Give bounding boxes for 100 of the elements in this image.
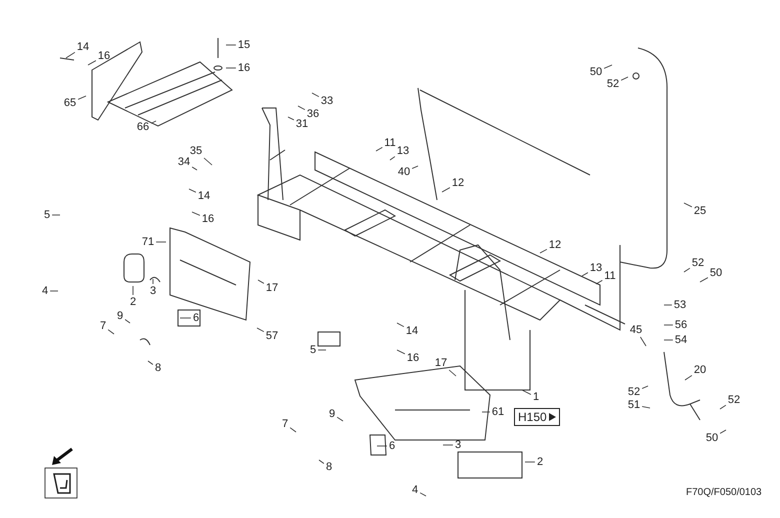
leader-line: [192, 166, 198, 170]
callout-number: 8: [154, 362, 162, 374]
callout-number: 14: [198, 190, 210, 202]
callout-number: 5: [310, 344, 316, 356]
callout-number: 51: [628, 399, 640, 411]
callout-number: 13: [396, 145, 410, 157]
leader-line: [700, 277, 708, 282]
leader-line: [640, 336, 646, 346]
callout-number: 12: [452, 177, 464, 189]
leader-line: [684, 202, 692, 208]
leader-line: [396, 350, 406, 354]
callout-number: 4: [42, 285, 48, 297]
leader-line: [312, 92, 320, 98]
leader-line: [412, 166, 418, 169]
callout-number: 50: [706, 432, 718, 444]
leader-line: [318, 460, 324, 464]
leader-line: [390, 156, 396, 160]
leader-line: [336, 416, 344, 422]
leader-line: [108, 329, 114, 334]
callout-number: 20: [694, 364, 706, 376]
callout-number: 5: [44, 209, 50, 221]
callout-number: 54: [674, 334, 688, 346]
leader-line: [152, 278, 154, 284]
callout-number: 11: [604, 270, 616, 282]
callout-number: 16: [98, 50, 110, 62]
callout-number: 35: [190, 145, 202, 157]
leader-line: [522, 390, 532, 395]
callout-number: 11: [384, 137, 396, 149]
leader-line: [442, 444, 454, 446]
leader-line: [664, 304, 672, 306]
callout-number: 45: [630, 324, 642, 336]
callout-number: 52: [606, 78, 620, 90]
leader-line: [150, 120, 156, 124]
leader-line: [596, 280, 603, 284]
callout-number: 9: [116, 310, 124, 322]
callout-number: 61: [492, 406, 504, 418]
leader-line: [52, 214, 60, 216]
callout-number: 57: [266, 330, 278, 342]
leader-line: [664, 324, 674, 326]
leader-line: [720, 404, 726, 410]
callout-number: 16: [202, 213, 214, 225]
callout-number: 50: [710, 267, 722, 279]
callout-number: 34: [178, 156, 190, 168]
page-reference-tag: H150: [514, 408, 560, 426]
leader-line: [226, 44, 236, 46]
callout-number: 6: [388, 440, 396, 452]
leader-line: [604, 64, 612, 69]
leader-line: [204, 158, 212, 166]
callout-number: 40: [398, 166, 410, 178]
leader-line: [396, 322, 404, 328]
leader-line: [620, 76, 628, 81]
callout-number: 13: [590, 262, 602, 274]
leader-line: [290, 427, 296, 432]
leader-line: [540, 248, 548, 254]
leader-line: [256, 328, 264, 332]
callout-number: 7: [100, 320, 106, 332]
callout-number: 52: [628, 386, 640, 398]
callout-number: 16: [406, 352, 420, 364]
leader-line: [192, 212, 200, 216]
callout-number: 31: [296, 118, 308, 130]
callout-number: 1: [532, 391, 540, 403]
callout-number: 14: [76, 41, 90, 53]
leader-line: [376, 147, 383, 152]
leader-line: [148, 360, 154, 365]
callout-number: 66: [136, 121, 150, 133]
callout-number: 4: [412, 484, 418, 496]
callout-number: 65: [64, 97, 76, 109]
callout-number: 6: [192, 312, 200, 324]
callout-number: 3: [150, 285, 156, 297]
callout-number: 33: [320, 95, 334, 107]
leader-line: [642, 386, 648, 389]
callout-number: 16: [238, 62, 250, 74]
callout-number: 52: [692, 257, 704, 269]
drawing-code: F70Q/F050/0103: [686, 487, 762, 498]
callout-number: 8: [326, 461, 332, 473]
leader-line: [420, 492, 426, 496]
callout-number: 25: [694, 205, 706, 217]
callout-number: 15: [238, 39, 250, 51]
callout-number: 12: [548, 239, 562, 251]
callout-number: 56: [674, 319, 688, 331]
leader-line: [298, 106, 306, 110]
leader-line: [642, 406, 650, 408]
leader-line: [124, 319, 130, 324]
leader-line: [132, 286, 134, 296]
leader-line: [78, 96, 86, 100]
leader-line: [684, 375, 692, 380]
callout-number: 53: [674, 299, 686, 311]
leader-line: [582, 272, 588, 276]
callout-number: 7: [282, 418, 288, 430]
leader-line: [442, 187, 450, 192]
leader-line: [188, 188, 196, 193]
callout-number: 9: [328, 408, 336, 420]
leader-line: [50, 290, 58, 292]
callout-number: 71: [142, 236, 154, 248]
leader-line: [88, 60, 96, 66]
leader-line: [684, 268, 690, 272]
callout-number: 2: [536, 456, 544, 468]
callout-number: 2: [130, 296, 136, 308]
callout-number: 3: [454, 439, 462, 451]
leader-line: [288, 116, 294, 120]
